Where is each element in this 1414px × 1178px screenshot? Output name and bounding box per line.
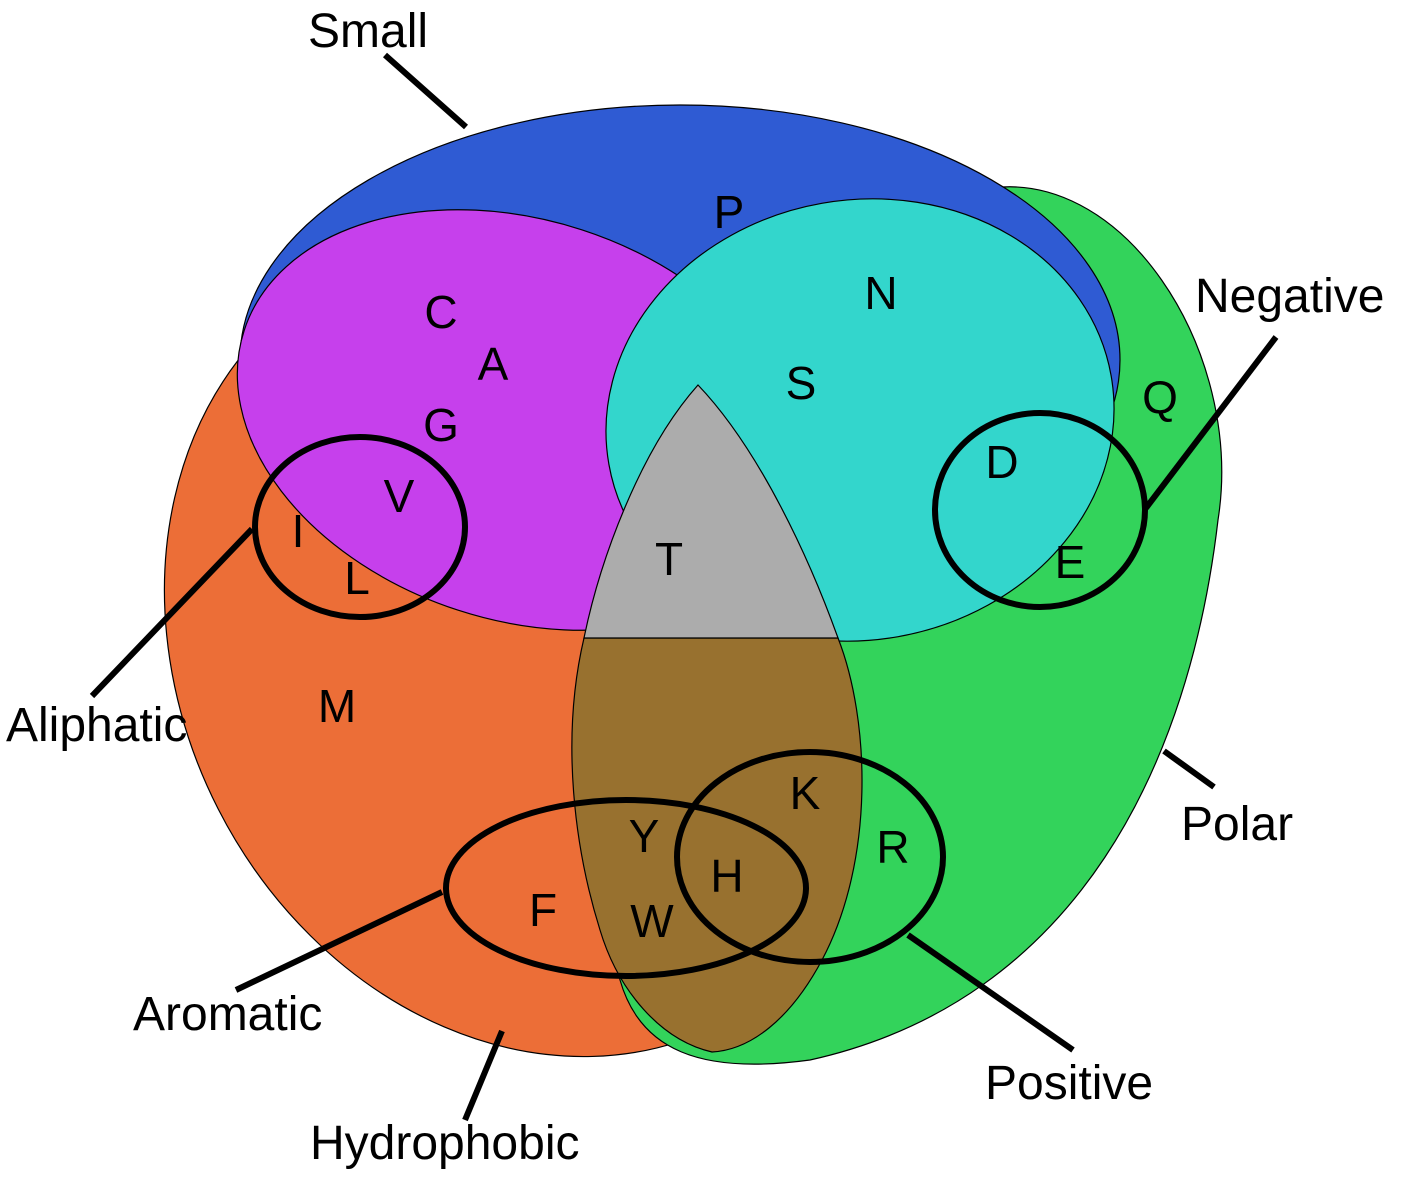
amino-acid-L: L — [344, 552, 370, 604]
amino-acid-D: D — [985, 436, 1018, 488]
aliphatic-label: Aliphatic — [6, 699, 187, 752]
aliphatic-ring — [252, 434, 468, 620]
amino-acid-C: C — [424, 286, 457, 338]
amino-acid-N: N — [864, 267, 897, 319]
amino-acid-V: V — [384, 470, 415, 522]
amino-acid-A: A — [478, 338, 509, 390]
amino-acid-Q: Q — [1142, 371, 1178, 423]
amino-acid-R: R — [876, 821, 909, 873]
positive-label: Positive — [985, 1057, 1153, 1110]
amino-acid-M: M — [318, 680, 356, 732]
negative-ring — [932, 410, 1148, 610]
amino-acid-P: P — [714, 186, 745, 238]
polar-label: Polar — [1181, 798, 1293, 851]
hydrophobic-label: Hydrophobic — [310, 1117, 579, 1170]
aromatic-ring — [443, 797, 809, 979]
aromatic-leader-line — [234, 889, 444, 993]
amino-acid-I: I — [292, 505, 305, 557]
negative-label: Negative — [1195, 270, 1384, 323]
amino-acid-Y: Y — [629, 810, 660, 862]
positive-leader-line — [906, 932, 1075, 1053]
amino-acid-W: W — [630, 895, 674, 947]
amino-acid-S: S — [786, 357, 817, 409]
amino-acid-E: E — [1055, 536, 1086, 588]
amino-acid-T: T — [655, 533, 683, 585]
amino-acid-F: F — [529, 884, 557, 936]
aliphatic-leader-line — [89, 526, 255, 699]
negative-leader-line — [1143, 335, 1279, 510]
hydrophobic-leader-line — [462, 1029, 505, 1122]
amino-acid-G: G — [423, 399, 459, 451]
small-label: Small — [308, 5, 428, 58]
aromatic-label: Aromatic — [133, 988, 322, 1041]
positive-ring — [674, 749, 946, 965]
amino-acid-K: K — [790, 767, 821, 819]
amino-acid-H: H — [710, 850, 743, 902]
polar-leader-line — [1162, 748, 1216, 790]
small-leader-line — [383, 52, 468, 130]
